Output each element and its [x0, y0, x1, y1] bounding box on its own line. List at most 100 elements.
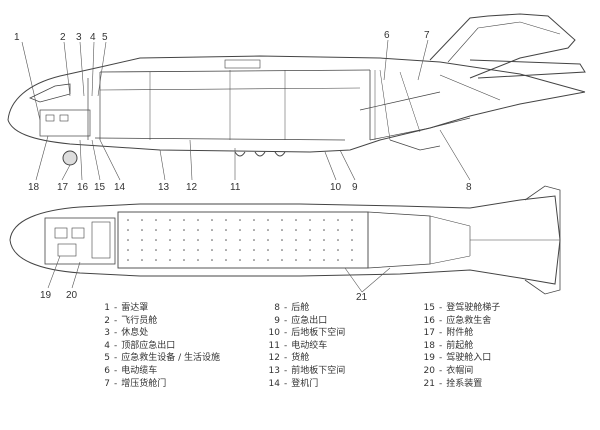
tie-down-point	[323, 239, 325, 241]
callout-3: 3	[76, 32, 82, 43]
legend-number: 7	[104, 378, 110, 389]
tie-down-point	[197, 219, 199, 221]
callout-20: 20	[66, 290, 78, 300]
tie-down-point	[225, 219, 227, 221]
legend-number: 19	[423, 353, 435, 364]
legend-text: 前起舱	[446, 340, 474, 351]
legend-text: 休息处	[121, 328, 149, 339]
tie-down-point	[155, 239, 157, 241]
legend-number: 21	[423, 378, 435, 389]
legend-text: 衣帽间	[446, 365, 474, 376]
tie-down-point	[281, 239, 283, 241]
tie-down-point	[141, 239, 143, 241]
plan-rear-lines	[429, 215, 471, 265]
side-frame-a	[149, 70, 286, 140]
tie-down-point	[169, 249, 171, 251]
side-tail-fin-inner	[447, 21, 561, 63]
tie-down-point	[155, 249, 157, 251]
callout-9: 9	[352, 182, 358, 193]
tie-down-point	[169, 239, 171, 241]
side-rear-ramp	[359, 91, 471, 141]
tie-down-point	[169, 219, 171, 221]
tie-down-point	[211, 219, 213, 221]
callout-19: 19	[40, 290, 52, 300]
side-tail-fin	[429, 13, 576, 79]
tie-down-point	[309, 249, 311, 251]
legend-column-3: 15-登驾驶舱梯子 16-应急救生舍 17-附件舱 18-前起舱 19-驾驶舱入…	[421, 302, 501, 391]
legend-text: 顶部应急出口	[121, 340, 176, 351]
plan-cargo-bay	[117, 211, 369, 269]
callout-1: 1	[14, 32, 20, 43]
tie-down-point	[183, 259, 185, 261]
callout-17: 17	[57, 182, 69, 193]
tie-down-point	[197, 249, 199, 251]
tie-down-point	[239, 249, 241, 251]
legend-item: 6-电动缆车	[96, 365, 220, 378]
tie-down-point	[309, 259, 311, 261]
legend-text: 应急救生舍	[446, 315, 492, 326]
tie-down-point	[141, 259, 143, 261]
legend-column-1: 1-雷达罩 2-飞行员舱 3-休息处 4-顶部应急出口 5-应急救生设备 / 生…	[96, 302, 220, 390]
callout-10: 10	[330, 182, 342, 193]
tie-down-point	[351, 229, 353, 231]
legend-text: 飞行员舱	[121, 315, 158, 326]
side-cargo-floor	[94, 137, 346, 141]
tie-down-point	[197, 229, 199, 231]
tie-down-point	[267, 229, 269, 231]
legend-number: 15	[423, 303, 435, 313]
tie-down-point	[127, 219, 129, 221]
tie-down-point	[211, 249, 213, 251]
legend-number: 17	[423, 328, 435, 339]
tie-down-point	[127, 229, 129, 231]
side-cockpit-window-a	[45, 114, 55, 122]
tie-down-point	[323, 249, 325, 251]
legend-item: 21-拴系装置	[421, 378, 500, 391]
tie-down-point	[141, 249, 143, 251]
callout-18: 18	[28, 182, 40, 193]
tie-down-point	[337, 249, 339, 251]
legend-item: 20-衣帽间	[421, 365, 500, 378]
side-cargo-ceiling	[99, 69, 371, 73]
tie-down-point	[225, 249, 227, 251]
tie-down-point	[267, 249, 269, 251]
side-cockpit-window	[29, 83, 71, 103]
tie-down-point	[323, 259, 325, 261]
tie-down-point	[253, 229, 255, 231]
tie-down-point	[197, 239, 199, 241]
tie-down-point	[351, 239, 353, 241]
legend: 1-雷达罩 2-飞行员舱 3-休息处 4-顶部应急出口 5-应急救生设备 / 生…	[96, 302, 596, 422]
legend-number: 10	[268, 328, 280, 339]
tie-down-point	[281, 259, 283, 261]
legend-text: 应急救生设备 / 生活设施	[121, 353, 221, 364]
legend-text: 电动绞车	[291, 340, 328, 351]
legend-number: 12	[268, 353, 280, 364]
tie-down-point	[169, 229, 171, 231]
aircraft-drawing: 1 2 3 4 5 6 7 8 9 10 11 12 13 14 15 16 1…	[7, 13, 586, 300]
legend-number: 18	[423, 340, 435, 351]
legend-item: 7-增压货舱门	[96, 378, 220, 391]
side-hatch	[224, 59, 261, 69]
plan-view	[9, 185, 561, 295]
legend-text: 登驾驶舱梯子	[446, 303, 501, 313]
callout-14: 14	[114, 182, 126, 193]
tie-down-point	[183, 239, 185, 241]
side-rear-door	[389, 139, 441, 151]
callout-2: 2	[60, 32, 66, 43]
legend-number: 14	[268, 378, 280, 389]
tie-down-point	[253, 239, 255, 241]
tie-down-point	[225, 239, 227, 241]
legend-item: 10-后地板下空间	[266, 327, 346, 340]
legend-text: 应急出口	[291, 315, 328, 326]
plan-cockpit	[44, 217, 116, 265]
tie-down-point	[295, 259, 297, 261]
callout-12: 12	[186, 182, 198, 193]
tie-down-point	[281, 229, 283, 231]
legend-item: 5-应急救生设备 / 生活设施	[96, 352, 220, 365]
legend-item: 13-前地板下空间	[266, 365, 346, 378]
side-gear-pod-1	[234, 151, 246, 157]
tie-down-point	[141, 219, 143, 221]
tie-down-point	[309, 229, 311, 231]
legend-number: 5	[104, 353, 110, 364]
tie-down-point	[183, 219, 185, 221]
legend-item: 3-休息处	[96, 327, 220, 340]
